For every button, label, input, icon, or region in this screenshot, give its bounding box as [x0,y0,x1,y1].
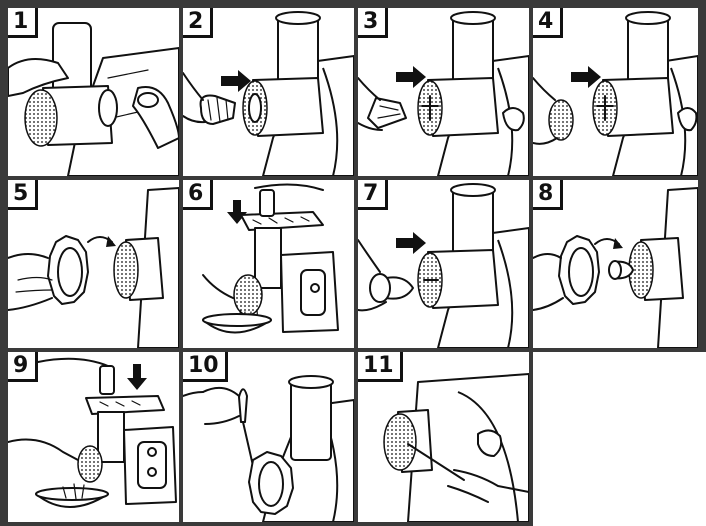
step-panel-7: 7 [358,180,529,348]
step-number: 2 [183,8,213,38]
step-number: 4 [533,8,563,38]
step-panel-4: 4 [533,8,698,176]
step-panel-11: 11 [358,352,529,522]
step-panel-10: 10 [183,352,354,522]
empty-cell [533,352,706,526]
step-number: 8 [533,180,563,210]
step-number: 3 [358,8,388,38]
step-number: 7 [358,180,388,210]
step-number: 6 [183,180,213,210]
step-panel-3: 3 [358,8,529,176]
step-panel-2: 2 [183,8,354,176]
step-number: 5 [8,180,38,210]
step-number: 1 [8,8,38,38]
step-panel-9: 9 [8,352,179,522]
step-number: 9 [8,352,38,382]
step-panel-8: 8 [533,180,698,348]
step-panel-1: 1 [8,8,179,176]
step-number: 10 [183,352,228,382]
step-panel-5: 5 [8,180,179,348]
step-panel-6: 6 [183,180,354,348]
step-number: 11 [358,352,403,382]
